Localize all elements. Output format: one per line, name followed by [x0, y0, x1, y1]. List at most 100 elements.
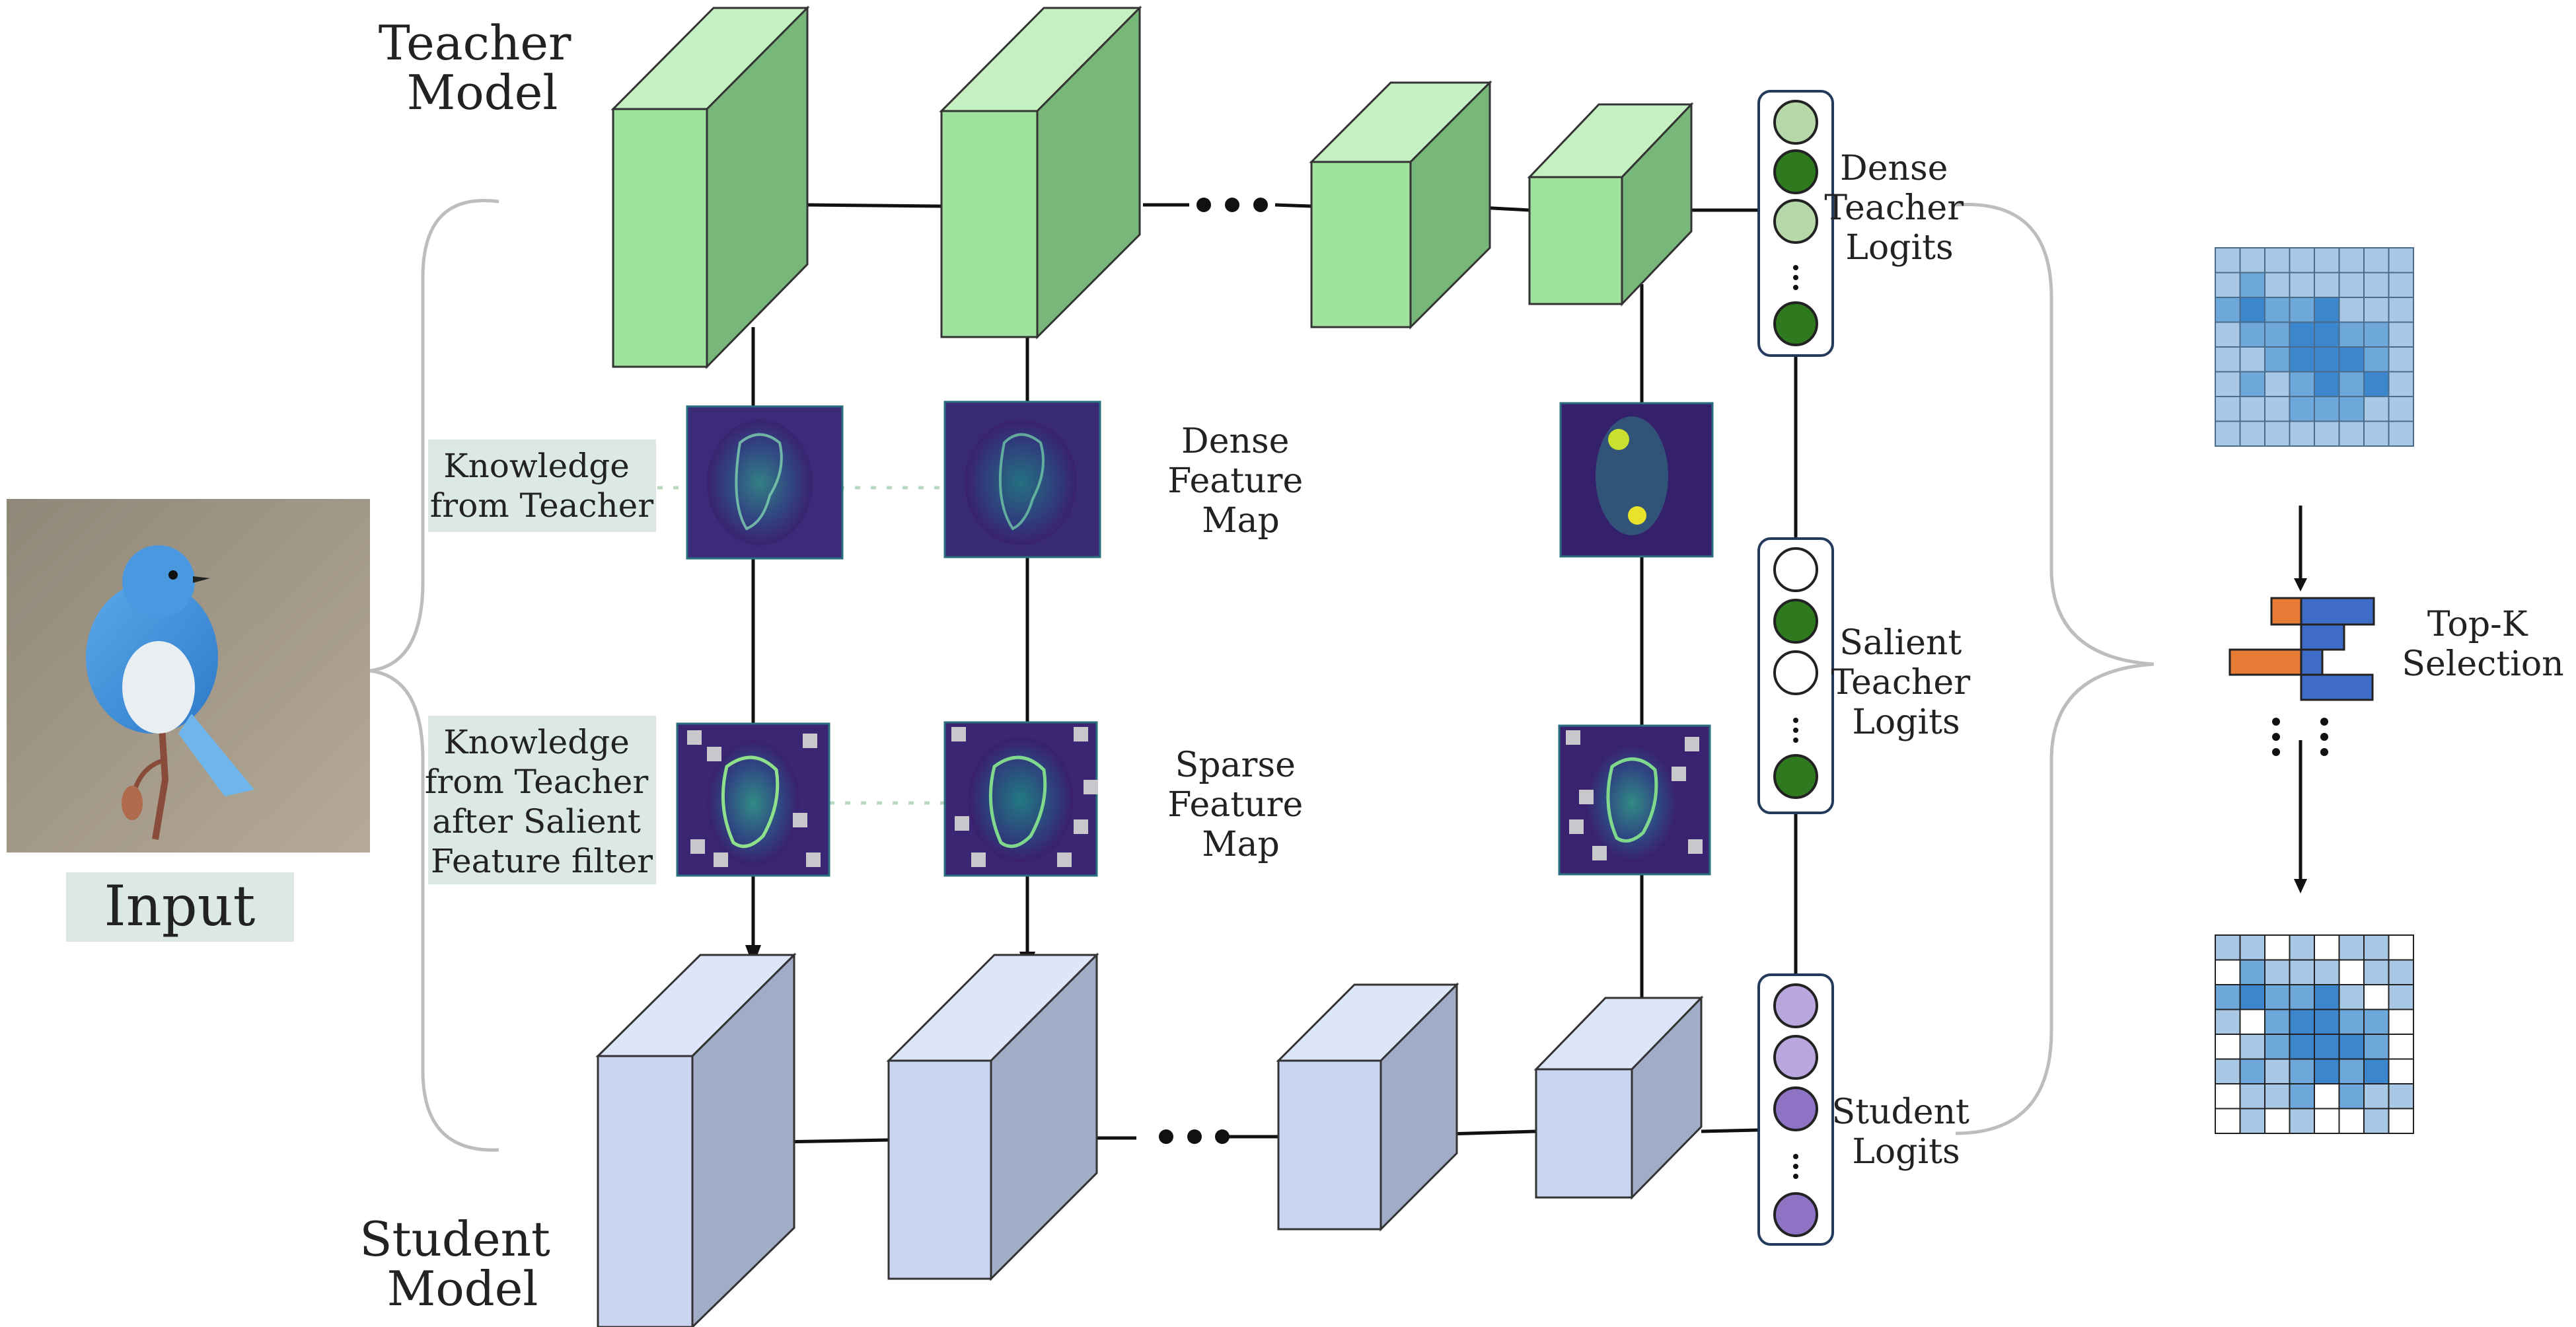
- grid-cell: [2289, 272, 2315, 298]
- grid-cell: [2289, 396, 2315, 422]
- sparse-grid: [2215, 934, 2414, 1134]
- grid-cell: [2388, 959, 2414, 985]
- grid-cell: [2215, 1108, 2241, 1134]
- grid-cell: [2289, 1034, 2315, 1060]
- grid-cell: [2215, 297, 2241, 323]
- grid-cell: [2314, 272, 2340, 298]
- grid-cell: [2338, 959, 2365, 985]
- grid-cell: [2239, 1034, 2265, 1060]
- student-block-2: [886, 952, 1099, 1281]
- grid-cell: [2239, 420, 2265, 447]
- grid-cell: [2388, 420, 2414, 447]
- grid-cell: [2264, 247, 2291, 274]
- dense-map-2-heatmap-image: [943, 400, 1101, 558]
- sparse-feature-maps: [676, 721, 1711, 877]
- grid-cell: [2215, 371, 2241, 397]
- grid-cell: [2338, 1083, 2365, 1110]
- ellipsis-student: [1159, 1129, 1230, 1144]
- grid-cell: [2289, 1083, 2315, 1110]
- grid-cell: [2363, 1083, 2390, 1110]
- grid-cell: [2363, 272, 2390, 298]
- grid-cell: [2215, 1008, 2241, 1035]
- grid-cell: [2388, 396, 2414, 422]
- student-model-label: Student Model: [359, 1211, 566, 1316]
- knowledge-from-teacher-label: Knowledge from Teacher: [430, 447, 653, 525]
- topk-ellipsis: [2272, 718, 2328, 756]
- student-block-4: [1533, 995, 1704, 1200]
- ellipsis-teacher: [1196, 198, 1268, 212]
- grid-cell: [2314, 959, 2340, 985]
- teacher-block-1: [610, 5, 810, 369]
- sparse-map-3-heatmap-image: [1558, 724, 1711, 876]
- grid-cell: [2264, 1034, 2291, 1060]
- grid-cell: [2388, 247, 2414, 274]
- grid-cell: [2314, 396, 2340, 422]
- student-blocks: [595, 952, 1704, 1327]
- grid-cell: [2314, 321, 2340, 348]
- grid-cell: [2289, 1008, 2315, 1035]
- dense-feature-map-label: Dense Feature Map: [1167, 422, 1314, 541]
- grid-cell: [2239, 1083, 2265, 1110]
- input-label: Input: [104, 874, 256, 938]
- grid-cell: [2289, 346, 2315, 373]
- grid-cell: [2338, 1008, 2365, 1035]
- grid-cell: [2338, 346, 2365, 373]
- grid-cell: [2215, 1058, 2241, 1084]
- topk-bars: [2228, 597, 2375, 701]
- grid-cell: [2264, 1083, 2291, 1110]
- grid-cell: [2215, 984, 2241, 1010]
- grid-cell: [2239, 1058, 2265, 1084]
- student-block-3: [1276, 982, 1459, 1232]
- grid-cell: [2289, 1058, 2315, 1084]
- grid-cell: [2363, 959, 2390, 985]
- grid-cell: [2388, 321, 2414, 348]
- grid-cell: [2363, 297, 2390, 323]
- grid-cell: [2363, 984, 2390, 1010]
- grid-cell: [2338, 1034, 2365, 1060]
- grid-cell: [2289, 1108, 2315, 1134]
- grid-cell: [2239, 959, 2265, 985]
- grid-cell: [2215, 247, 2241, 274]
- grid-cell: [2264, 959, 2291, 985]
- grid-cell: [2338, 247, 2365, 274]
- dense-map-1-heatmap-image: [686, 405, 844, 560]
- sparse-feature-map-label: Sparse Feature Map: [1167, 745, 1314, 864]
- grid-cell: [2388, 1083, 2414, 1110]
- grid-cell: [2338, 297, 2365, 323]
- knowledge-dashed-lines: [657, 486, 945, 805]
- grid-cell: [2363, 346, 2390, 373]
- grid-cell: [2215, 959, 2241, 985]
- grid-cell: [2264, 420, 2291, 447]
- grid-cell: [2239, 396, 2265, 422]
- grid-cell: [2289, 984, 2315, 1010]
- dense-teacher-logits-label: Dense Teacher Logits: [1824, 149, 1974, 268]
- knowledge-after-filter-label: Knowledge from Teacher after Salient Fea…: [425, 723, 659, 880]
- grid-cell: [2264, 1108, 2291, 1134]
- grid-cell: [2388, 371, 2414, 397]
- grid-cell: [2215, 1034, 2241, 1060]
- grid-cell: [2264, 297, 2291, 323]
- grid-cell: [2215, 272, 2241, 298]
- grid-cell: [2215, 321, 2241, 348]
- knowledge-label-box: [428, 439, 656, 532]
- dense-feature-maps: [686, 400, 1714, 560]
- student-logits: [1757, 973, 1834, 1246]
- grid-cell: [2314, 1034, 2340, 1060]
- student-block-1: [595, 952, 797, 1327]
- grid-cell: [2363, 321, 2390, 348]
- knowledge-filtered-label-box: [428, 716, 656, 884]
- grid-cell: [2338, 984, 2365, 1010]
- grid-cell: [2239, 934, 2265, 961]
- grid-cell: [2314, 934, 2340, 961]
- grid-cell: [2215, 1083, 2241, 1110]
- grid-cell: [2338, 371, 2365, 397]
- grid-cell: [2338, 1058, 2365, 1084]
- grid-cell: [2338, 934, 2365, 961]
- grid-cell: [2314, 247, 2340, 274]
- grid-cell: [2239, 247, 2265, 274]
- grid-cell: [2363, 1034, 2390, 1060]
- student-logits-label: Student Logits: [1832, 1092, 1981, 1172]
- grid-cell: [2388, 1108, 2414, 1134]
- grid-cell: [2363, 1058, 2390, 1084]
- grid-cell: [2314, 1008, 2340, 1035]
